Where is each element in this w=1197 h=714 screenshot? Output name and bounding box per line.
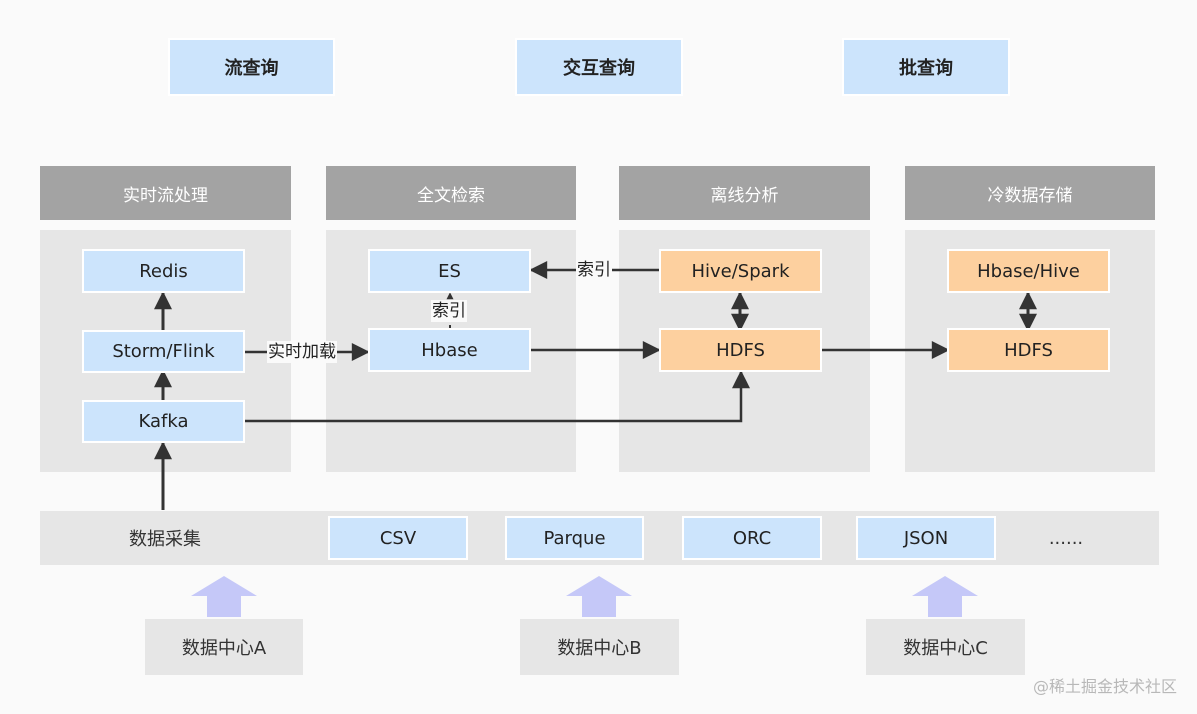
node-hive-spark-label: Hive/Spark [691,260,790,282]
format-json-label: JSON [903,527,949,549]
panel-header-realtime: 实时流处理 [40,166,291,220]
datacenter-b-label: 数据中心B [557,638,642,659]
datacenter-c-label: 数据中心C [903,638,988,659]
panel-header-search: 全文检索 [326,166,576,220]
node-hdfs-label: HDFS [716,339,765,361]
query-stream-label: 流查询 [224,58,279,79]
panel-header-cold: 冷数据存储 [905,166,1155,220]
format-more: ...... [1030,516,1102,560]
query-batch-label: 批查询 [899,58,953,79]
node-es: ES [368,249,531,293]
format-orc-label: ORC [732,527,772,549]
panel-title-realtime: 实时流处理 [123,185,208,206]
format-json: JSON [856,516,996,560]
node-cold-hdfs-label: HDFS [1004,339,1053,361]
format-csv: CSV [328,516,468,560]
datacenter-a-label: 数据中心A [181,638,267,659]
up-arrow-c [912,576,978,617]
edge-kafka-hdfs [245,370,750,423]
watermark: @稀土掘金技术社区 [1032,677,1177,696]
query-batch: 批查询 [842,38,1010,96]
datacenter-b: 数据中心B [520,619,679,675]
format-parque-label: Parque [543,527,606,549]
node-cold-hdfs: HDFS [947,328,1110,372]
node-hbase: Hbase [368,328,531,372]
edge-label-realtime-load: 实时加载 [267,341,337,363]
panel-title-search: 全文检索 [417,185,485,206]
node-redis-label: Redis [139,260,188,282]
datacenter-c: 数据中心C [866,619,1025,675]
panel-title-offline: 离线分析 [710,185,779,206]
node-storm-flink-label: Storm/Flink [112,341,215,362]
query-interactive: 交互查询 [515,38,683,96]
node-es-label: ES [438,260,461,282]
node-kafka: Kafka [82,400,245,443]
node-hbase-hive-label: Hbase/Hive [977,260,1080,282]
edge-label-index-horizontal: 索引 [576,259,612,281]
node-hbase-label: Hbase [421,339,478,361]
up-arrow-a [191,576,257,617]
collection-label: 数据采集 [90,511,240,565]
datacenter-a: 数据中心A [145,619,303,675]
format-more-label: ...... [1048,527,1084,549]
collection-label-text: 数据采集 [129,529,201,550]
up-arrow-b [566,576,632,617]
edge-label-index-vertical: 索引 [431,300,467,322]
node-hbase-hive: Hbase/Hive [947,249,1110,293]
node-kafka-label: Kafka [138,411,189,432]
node-storm-flink: Storm/Flink [82,330,245,373]
query-interactive-label: 交互查询 [563,58,635,79]
node-hdfs: HDFS [659,328,822,372]
format-orc: ORC [682,516,822,560]
panel-header-offline: 离线分析 [619,166,870,220]
node-hive-spark: Hive/Spark [659,249,822,293]
format-parque: Parque [505,516,644,560]
format-csv-label: CSV [379,527,417,549]
node-redis: Redis [82,249,245,293]
panel-title-cold: 冷数据存储 [987,185,1073,206]
query-stream: 流查询 [168,38,335,96]
